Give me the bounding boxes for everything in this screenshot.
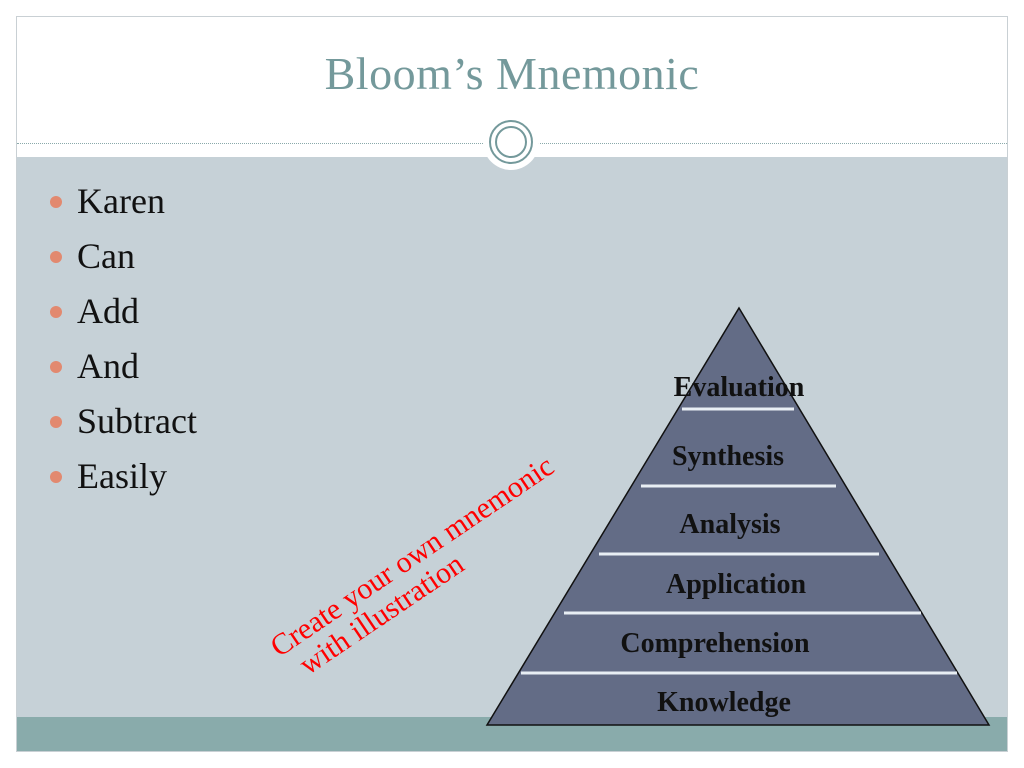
pyramid-level-evaluation: Evaluation [674,372,805,403]
bullet-item: Easily [47,454,197,509]
bullet-item: Karen [47,179,197,234]
bullet-item: Can [47,234,197,289]
slide: Bloom’s Mnemonic Karen Can Add And Subtr… [16,16,1008,752]
bullet-dot-icon [50,196,62,208]
bullet-item: Add [47,289,197,344]
bullet-text: Add [77,291,139,331]
bullet-text: And [77,346,139,386]
pyramid-level-synthesis: Synthesis [672,441,784,472]
bullet-text: Can [77,236,135,276]
bullet-text: Karen [77,181,165,221]
bloom-pyramid: Evaluation Synthesis Analysis Applicatio… [485,306,991,726]
bullet-dot-icon [50,416,62,428]
bullet-text: Subtract [77,401,197,441]
bullet-dot-icon [50,471,62,483]
pyramid-level-comprehension: Comprehension [620,628,810,659]
circle-ornament-icon [483,114,539,170]
bullet-dot-icon [50,306,62,318]
pyramid-level-knowledge: Knowledge [657,687,791,718]
bullet-dot-icon [50,251,62,263]
bullet-item: And [47,344,197,399]
pyramid-shape [485,306,991,726]
bullet-item: Subtract [47,399,197,454]
pyramid-level-analysis: Analysis [679,509,780,540]
slide-title: Bloom’s Mnemonic [324,48,700,99]
bullet-text: Easily [77,456,167,496]
bullet-list: Karen Can Add And Subtract Easily [47,179,197,509]
bullet-dot-icon [50,361,62,373]
pyramid-level-application: Application [666,569,806,600]
